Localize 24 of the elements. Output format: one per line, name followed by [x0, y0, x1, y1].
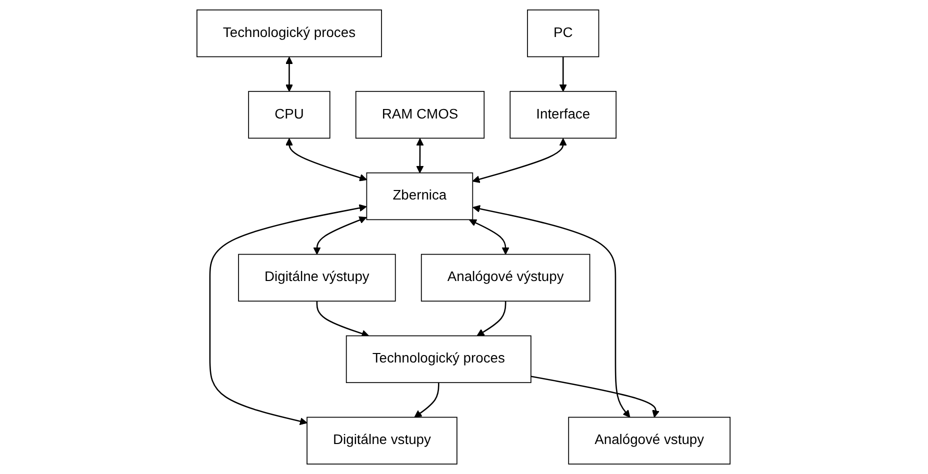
node-box: Analógové vstupy — [568, 416, 731, 464]
arrow — [416, 138, 424, 174]
node-box: Digitálne vstupy — [307, 416, 458, 464]
arrow — [469, 219, 510, 255]
arrow — [286, 56, 294, 92]
node-box: Digitálne výstupy — [238, 254, 396, 302]
arrow — [473, 205, 631, 418]
arrow — [414, 382, 440, 418]
arrow — [531, 376, 660, 418]
node-box: Interface — [510, 90, 617, 139]
arrow — [210, 204, 368, 426]
node-box: CPU — [248, 90, 331, 139]
node-box: Technologický proces — [196, 10, 382, 58]
arrow — [560, 56, 568, 92]
arrow — [286, 138, 368, 182]
arrow — [472, 138, 568, 183]
arrow — [314, 216, 368, 255]
arrow — [477, 301, 507, 336]
arrow — [316, 301, 370, 338]
node-box: Zbernica — [366, 172, 474, 220]
node-box: Analógové výstupy — [421, 254, 591, 302]
node-box: RAM CMOS — [356, 90, 486, 139]
node-box: Technologický proces — [346, 335, 532, 384]
node-box: PC — [528, 10, 600, 58]
